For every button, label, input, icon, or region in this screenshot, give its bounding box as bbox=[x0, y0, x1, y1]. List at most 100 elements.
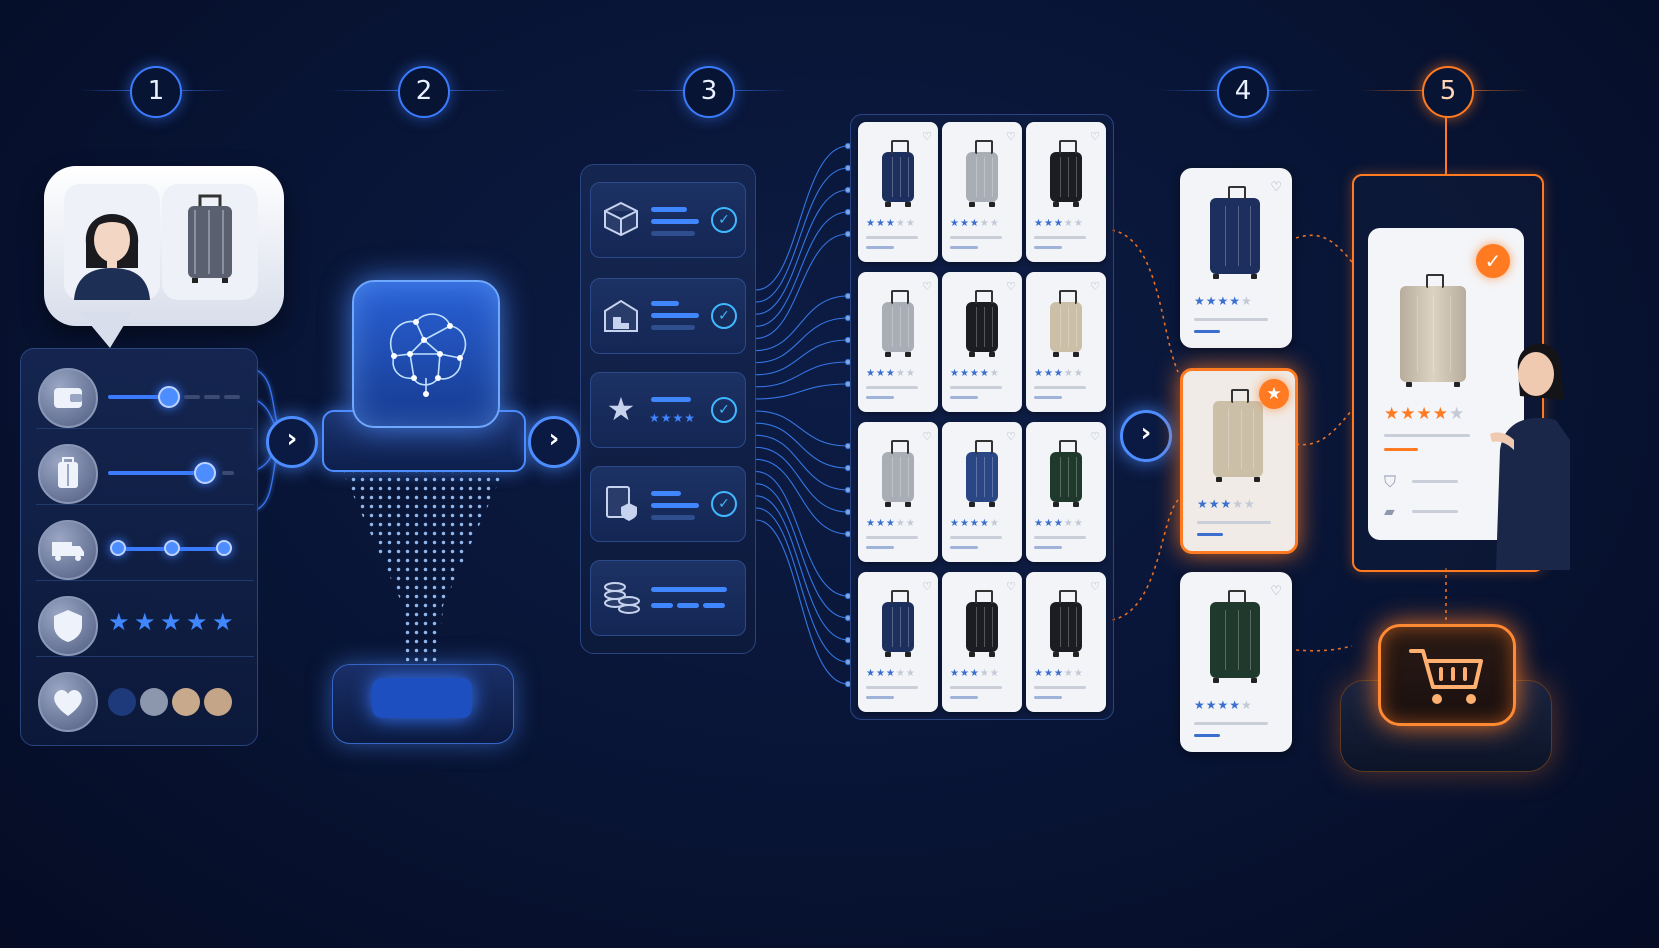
card-text-line bbox=[950, 686, 1002, 689]
color-swatch-beige[interactable] bbox=[172, 688, 200, 716]
card-text-line bbox=[1194, 722, 1268, 725]
suitcase-image bbox=[1050, 590, 1082, 657]
shortlist-card[interactable]: ♡★★★★★ bbox=[1180, 168, 1292, 348]
criteria-warehouse: ✓ bbox=[590, 278, 746, 354]
size-slider-knob[interactable] bbox=[194, 462, 216, 484]
card-text-line bbox=[866, 546, 894, 549]
favorite-heart-icon[interactable]: ♡ bbox=[1090, 580, 1100, 593]
delivery-point-2[interactable] bbox=[164, 540, 180, 556]
rating-preference-row[interactable]: ★ ★ ★ ★ ★ bbox=[36, 590, 254, 657]
favorite-heart-icon[interactable]: ♡ bbox=[922, 130, 932, 143]
wallet-icon bbox=[38, 368, 98, 428]
product-rating: ★★★★★ bbox=[1034, 218, 1084, 229]
color-swatch-tan[interactable] bbox=[204, 688, 232, 716]
product-rating: ★★★★★ bbox=[950, 518, 1000, 529]
card-text-line bbox=[950, 246, 978, 249]
final-product-card[interactable]: ✓ ★★★★★ ⛉ ▰ bbox=[1368, 228, 1524, 540]
product-card[interactable]: ♡★★★★★ bbox=[858, 272, 938, 412]
delivery-truck-icon: ▰ bbox=[1384, 504, 1395, 520]
favorite-heart-icon[interactable]: ♡ bbox=[922, 580, 932, 593]
color-swatch-gray[interactable] bbox=[140, 688, 168, 716]
top-pick-card[interactable]: ★★★★★★ bbox=[1180, 368, 1298, 554]
rating-star-4[interactable]: ★ bbox=[186, 608, 208, 636]
rating-star-2[interactable]: ★ bbox=[134, 608, 156, 636]
favorite-heart-icon[interactable]: ♡ bbox=[1006, 580, 1016, 593]
criteria-stars: ★★★★ bbox=[649, 411, 697, 425]
product-card[interactable]: ♡★★★★★ bbox=[942, 572, 1022, 712]
favorite-heart-icon[interactable]: ♡ bbox=[1270, 180, 1282, 195]
favorite-heart-icon[interactable]: ♡ bbox=[1090, 280, 1100, 293]
product-card[interactable]: ♡ ★★★★★ bbox=[1026, 122, 1106, 262]
card-text-line bbox=[950, 696, 978, 699]
delivery-preference-row[interactable] bbox=[36, 514, 254, 581]
color-preference-row[interactable] bbox=[36, 666, 254, 732]
brain-network-icon bbox=[389, 313, 467, 397]
product-rating: ★★★★★ bbox=[1194, 698, 1253, 712]
criteria-warranty: ✓ bbox=[590, 466, 746, 542]
color-swatch-navy[interactable] bbox=[108, 688, 136, 716]
suitcase-image bbox=[1213, 389, 1263, 482]
check-icon: ✓ bbox=[711, 207, 737, 233]
fan-wire bbox=[755, 507, 849, 663]
favorite-heart-icon[interactable]: ♡ bbox=[922, 430, 932, 443]
product-card[interactable]: ♡★★★★★ bbox=[942, 272, 1022, 412]
favorite-heart-icon[interactable]: ♡ bbox=[1090, 130, 1100, 143]
fan-wire bbox=[755, 383, 849, 400]
next-step-chevron-1[interactable]: › bbox=[266, 416, 318, 468]
bubble-tail bbox=[80, 312, 132, 348]
step-marker-4: 4 bbox=[1217, 66, 1269, 118]
product-card[interactable]: ♡ ★★★★★ bbox=[942, 422, 1022, 562]
next-step-chevron-3[interactable]: › bbox=[1120, 410, 1172, 462]
criteria-price bbox=[590, 560, 746, 636]
product-card[interactable]: ♡★★★★★ bbox=[858, 422, 938, 562]
user-avatar bbox=[64, 184, 160, 300]
shield-check-icon: ⛉ bbox=[1384, 472, 1397, 491]
star-icon: ★ bbox=[1259, 379, 1289, 409]
product-rating: ★★★★★ bbox=[1034, 518, 1084, 529]
fan-wire bbox=[755, 422, 849, 469]
card-text-line bbox=[1197, 521, 1271, 524]
checkout-cart-button[interactable] bbox=[1378, 624, 1516, 726]
product-card[interactable]: ♡★★★★★ bbox=[858, 572, 938, 712]
budget-slider-knob[interactable] bbox=[158, 386, 180, 408]
card-text-line bbox=[866, 236, 918, 239]
card-text-line bbox=[1194, 330, 1220, 333]
fan-wire bbox=[755, 189, 849, 315]
slider-dash bbox=[184, 395, 200, 399]
favorite-heart-icon[interactable]: ♡ bbox=[1006, 430, 1016, 443]
data-funnel bbox=[340, 466, 506, 666]
product-card[interactable]: ♡ ★★★★★ bbox=[942, 122, 1022, 262]
suitcase-image bbox=[882, 140, 914, 207]
next-step-chevron-2[interactable]: › bbox=[528, 416, 580, 468]
fan-wire bbox=[755, 295, 849, 352]
suitcase-image bbox=[882, 590, 914, 657]
product-rating: ★★★★★ bbox=[950, 218, 1000, 229]
size-preference-row[interactable] bbox=[36, 438, 254, 505]
favorite-heart-icon[interactable]: ♡ bbox=[922, 280, 932, 293]
checkmark-icon: ✓ bbox=[1476, 244, 1510, 278]
card-text-line bbox=[1034, 386, 1086, 389]
product-card[interactable]: ♡★★★★★ bbox=[858, 122, 938, 262]
card-text-line bbox=[866, 246, 894, 249]
favorite-heart-icon[interactable]: ♡ bbox=[1270, 584, 1282, 599]
delivery-point-3[interactable] bbox=[216, 540, 232, 556]
card-text-line bbox=[1034, 396, 1062, 399]
favorite-heart-icon[interactable]: ♡ bbox=[1006, 280, 1016, 293]
heart-icon bbox=[38, 672, 98, 732]
product-card[interactable]: ♡ ★★★★★ bbox=[1026, 422, 1106, 562]
rating-star-1[interactable]: ★ bbox=[108, 608, 130, 636]
shortlist-card[interactable]: ♡ ★★★★★ bbox=[1180, 572, 1292, 752]
product-card[interactable]: ♡★★★★★ bbox=[1026, 572, 1106, 712]
fan-wire bbox=[755, 361, 849, 388]
budget-slider-fill bbox=[108, 395, 168, 399]
product-card[interactable]: ♡★★★★★ bbox=[1026, 272, 1106, 412]
rating-star-5[interactable]: ★ bbox=[212, 608, 234, 636]
star-rating-icon: ★ bbox=[606, 390, 636, 428]
delivery-point-1[interactable] bbox=[110, 540, 126, 556]
favorite-heart-icon[interactable]: ♡ bbox=[1090, 430, 1100, 443]
budget-preference-row[interactable] bbox=[36, 362, 254, 429]
rating-star-3[interactable]: ★ bbox=[160, 608, 182, 636]
favorite-heart-icon[interactable]: ♡ bbox=[1006, 130, 1016, 143]
engine-base-glow bbox=[372, 678, 472, 718]
fan-wire bbox=[755, 167, 849, 303]
